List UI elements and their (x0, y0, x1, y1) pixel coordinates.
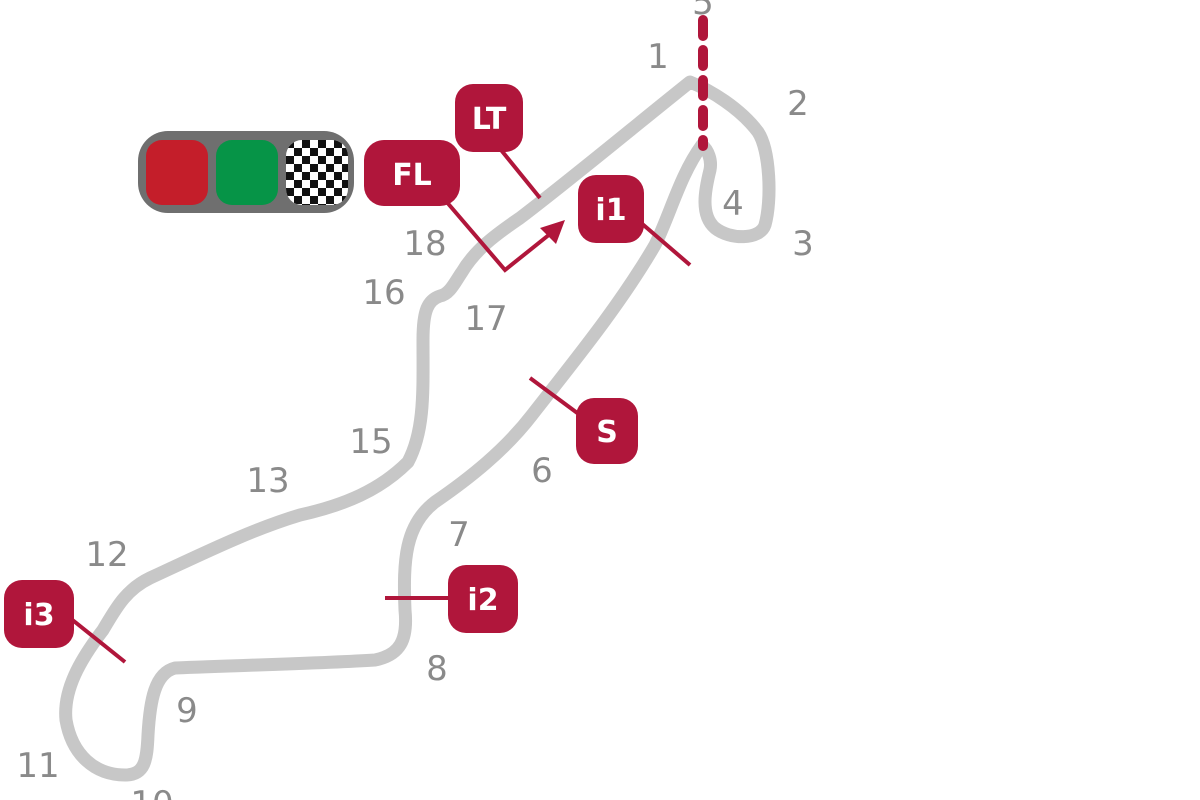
turn-4: 4 (722, 184, 744, 224)
turn-15: 15 (349, 422, 392, 462)
turn-18: 18 (403, 224, 446, 264)
turn-5: 5 (692, 0, 714, 23)
turn-12: 12 (85, 535, 128, 575)
marker-i2: i2 (448, 565, 518, 633)
svg-text:LT: LT (472, 102, 507, 137)
marker-i3: i3 (4, 580, 74, 648)
checkered-flag-icon (286, 140, 348, 205)
green-light (216, 140, 278, 205)
svg-text:FL: FL (392, 158, 432, 193)
turn-9: 9 (176, 691, 198, 731)
turn-17: 17 (464, 299, 507, 339)
svg-text:i3: i3 (23, 598, 54, 633)
turn-11: 11 (16, 746, 59, 786)
svg-text:i2: i2 (467, 583, 498, 618)
marker-lt: LT (455, 84, 523, 152)
fl-marker-arrow (443, 198, 557, 273)
i1-marker-line (638, 220, 692, 267)
turn-6: 6 (531, 451, 553, 491)
lt-marker-line (495, 143, 542, 200)
turn-13: 13 (246, 461, 289, 501)
track-outline (59, 75, 776, 782)
s-marker-line (528, 376, 582, 417)
turn-1: 1 (647, 37, 669, 77)
fl-arrow-head (540, 220, 565, 244)
svg-text:i1: i1 (595, 193, 626, 228)
turn-2: 2 (787, 84, 809, 124)
turn-16: 16 (362, 273, 405, 313)
marker-s: S (576, 398, 638, 464)
marker-fl: FL (364, 140, 460, 206)
red-light (146, 140, 208, 205)
turn-3: 3 (792, 224, 814, 264)
turn-8: 8 (426, 649, 448, 689)
turn-10: 10 (130, 784, 173, 800)
traffic-light-panel (138, 131, 354, 213)
i3-marker-line (68, 616, 127, 664)
marker-i1: i1 (578, 175, 644, 243)
svg-text:S: S (596, 415, 618, 450)
turn-7: 7 (448, 515, 470, 555)
